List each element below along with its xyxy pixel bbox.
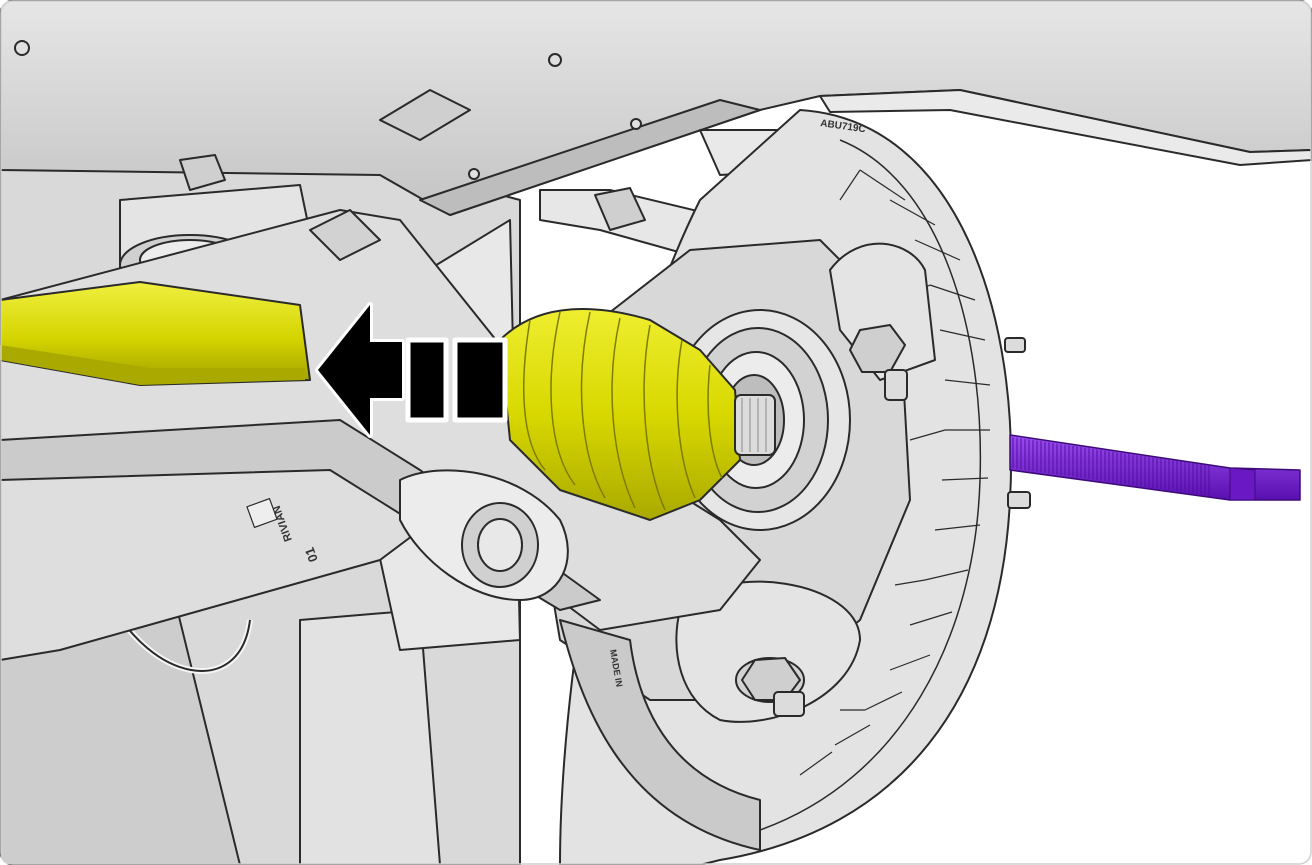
upper-ball-joint — [829, 242, 936, 401]
left-direction-arrow-icon — [315, 302, 508, 438]
arm-number-stamp: 01 — [302, 545, 321, 564]
half-shaft — [0, 281, 776, 521]
cv-boot — [499, 308, 741, 521]
splined-stub — [734, 394, 776, 456]
lower-ball-joint — [675, 580, 861, 723]
wheel-studs — [1004, 337, 1031, 509]
removal-tool — [1009, 434, 1301, 501]
body-bracket — [379, 89, 471, 141]
